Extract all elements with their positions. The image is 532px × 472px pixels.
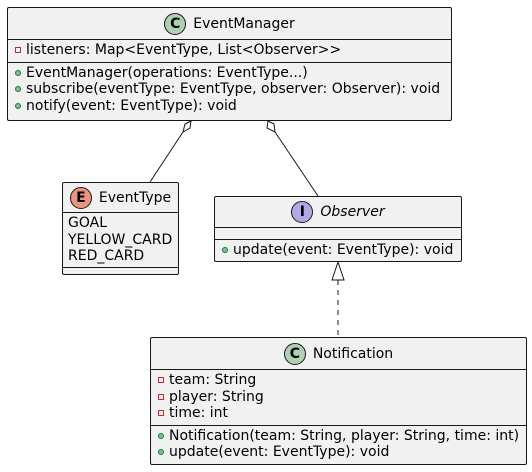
public-visibility-icon xyxy=(15,102,21,109)
realization-arrowhead xyxy=(331,260,345,281)
private-visibility-icon xyxy=(158,377,164,383)
field: team: String xyxy=(151,372,526,389)
class-header: C Notification xyxy=(151,338,526,370)
field-text: team: String xyxy=(169,372,257,388)
method-text: EventManager(operations: EventType...) xyxy=(26,64,308,81)
method: subscribe(eventType: EventType, observer… xyxy=(8,81,451,98)
enum-value: GOAL xyxy=(68,215,107,231)
method: notify(event: EventType): void xyxy=(8,98,451,115)
aggregation-diamond-observer xyxy=(266,120,276,133)
private-visibility-icon xyxy=(15,47,21,53)
method-text: Notification(team: String, player: Strin… xyxy=(169,427,520,444)
enum-value: RED_CARD xyxy=(68,248,145,264)
class-stereotype-icon: C xyxy=(164,12,187,35)
interface-observer[interactable]: I Observer update(event: EventType): voi… xyxy=(214,196,462,262)
interface-header: I Observer xyxy=(215,197,461,228)
method: EventManager(operations: EventType...) xyxy=(8,65,451,82)
enum-header: E EventType xyxy=(63,183,178,213)
public-visibility-icon xyxy=(15,86,21,92)
empty-section xyxy=(215,228,461,240)
field-text: player: String xyxy=(169,388,264,405)
method-text: notify(event: EventType): void xyxy=(26,97,237,114)
method: Notification(team: String, player: Strin… xyxy=(151,428,526,445)
method-text: update(event: EventType): void xyxy=(169,444,390,460)
public-visibility-icon xyxy=(15,69,21,76)
field: listeners: Map<EventType, List<Observer>… xyxy=(8,42,451,59)
method: update(event: EventType): void xyxy=(151,444,526,461)
enum-value: YELLOW_CARD xyxy=(68,231,173,248)
aggregation-diamond-eventtype xyxy=(182,120,192,134)
class-notification[interactable]: C Notification team: String player: Stri… xyxy=(150,337,527,465)
fields-section: team: String player: String time: int xyxy=(151,370,526,426)
aggregation-line-eventtype xyxy=(149,131,184,183)
empty-section xyxy=(63,268,178,279)
class-eventmanager[interactable]: C EventManager listeners: Map<EventType,… xyxy=(7,7,452,121)
class-stereotype-icon: C xyxy=(283,342,306,365)
private-visibility-icon xyxy=(158,393,164,400)
field-text: listeners: Map<EventType, List<Observer>… xyxy=(26,42,342,58)
method: update(event: EventType): void xyxy=(215,242,461,259)
class-name: EventManager xyxy=(193,15,295,32)
public-visibility-icon xyxy=(222,247,228,253)
enum-values-section: GOAL YELLOW_CARD RED_CARD xyxy=(63,213,178,268)
field-text: time: int xyxy=(169,405,229,421)
field: player: String xyxy=(151,389,526,406)
methods-section: Notification(team: String, player: Strin… xyxy=(151,426,526,464)
field: time: int xyxy=(151,405,526,422)
methods-section: update(event: EventType): void xyxy=(215,240,461,262)
public-visibility-icon xyxy=(158,449,164,455)
private-visibility-icon xyxy=(158,410,164,416)
interface-stereotype-icon: I xyxy=(291,201,314,223)
class-header: C EventManager xyxy=(8,8,451,40)
method-text: update(event: EventType): void xyxy=(233,242,454,258)
enum-stereotype-icon: E xyxy=(69,186,92,209)
enum-name: EventType xyxy=(98,189,172,206)
method-text: subscribe(eventType: EventType, observer… xyxy=(26,81,441,97)
class-name: Notification xyxy=(312,345,394,362)
aggregation-line-observer xyxy=(274,131,319,197)
fields-section: listeners: Map<EventType, List<Observer>… xyxy=(8,40,451,63)
enum-eventtype[interactable]: E EventType GOAL YELLOW_CARD RED_CARD xyxy=(62,182,179,275)
interface-name: Observer xyxy=(320,204,385,220)
public-visibility-icon xyxy=(158,432,164,439)
methods-section: EventManager(operations: EventType...) s… xyxy=(8,63,451,118)
